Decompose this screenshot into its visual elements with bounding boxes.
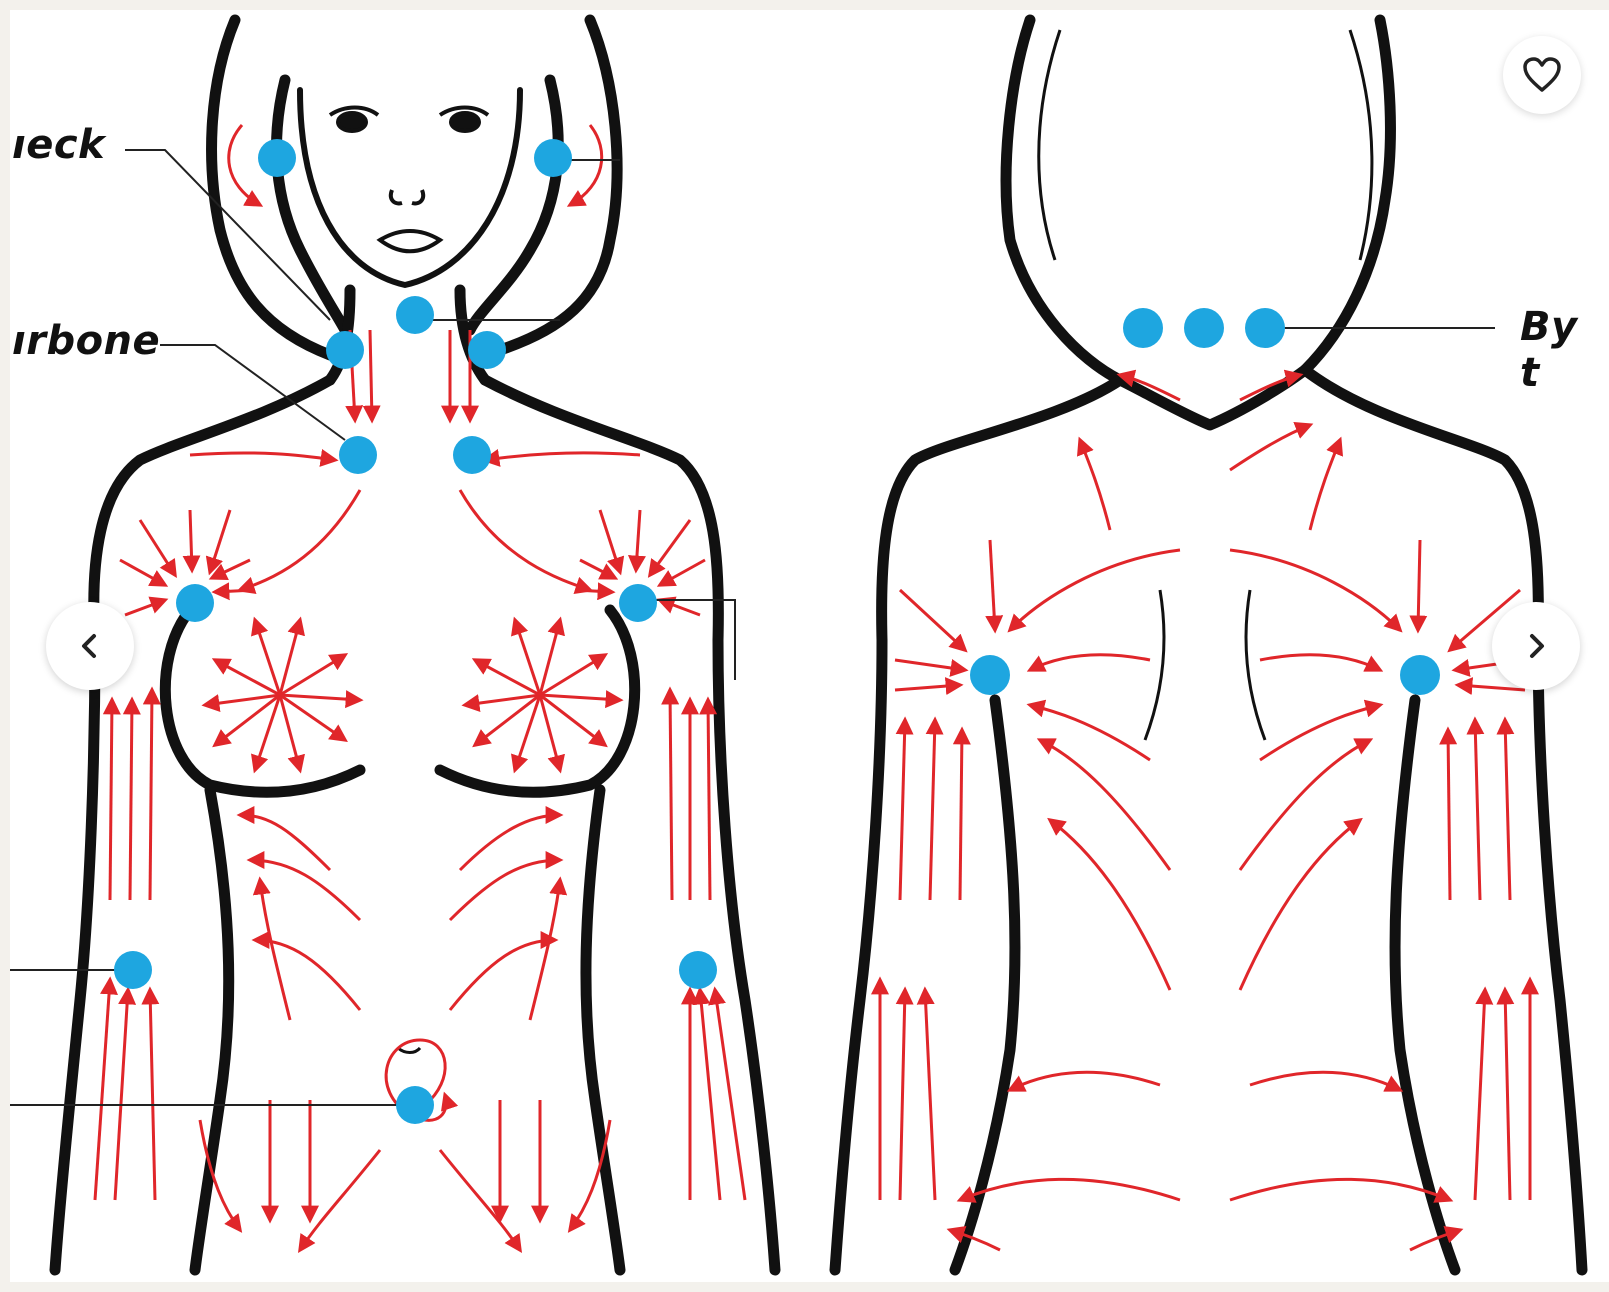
chevron-left-icon (75, 631, 105, 661)
back-lymph-nodes (970, 308, 1440, 695)
chevron-right-icon (1521, 631, 1551, 661)
back-figure (835, 20, 1582, 1270)
neck-label: ıeck (12, 122, 105, 168)
front-arrows (95, 125, 745, 1250)
back-arrows (880, 375, 1530, 1250)
body-figures-svg (10, 10, 1609, 1282)
back-neck-label: By t (1520, 304, 1609, 396)
heart-icon (1522, 57, 1562, 93)
previous-image-button[interactable] (46, 602, 134, 690)
collarbone-label: ırbone (12, 318, 160, 364)
front-figure (55, 20, 775, 1270)
favorite-button[interactable] (1503, 36, 1581, 114)
next-image-button[interactable] (1492, 602, 1580, 690)
lymphatic-drainage-illustration: ıeck ırbone By t (10, 10, 1609, 1282)
